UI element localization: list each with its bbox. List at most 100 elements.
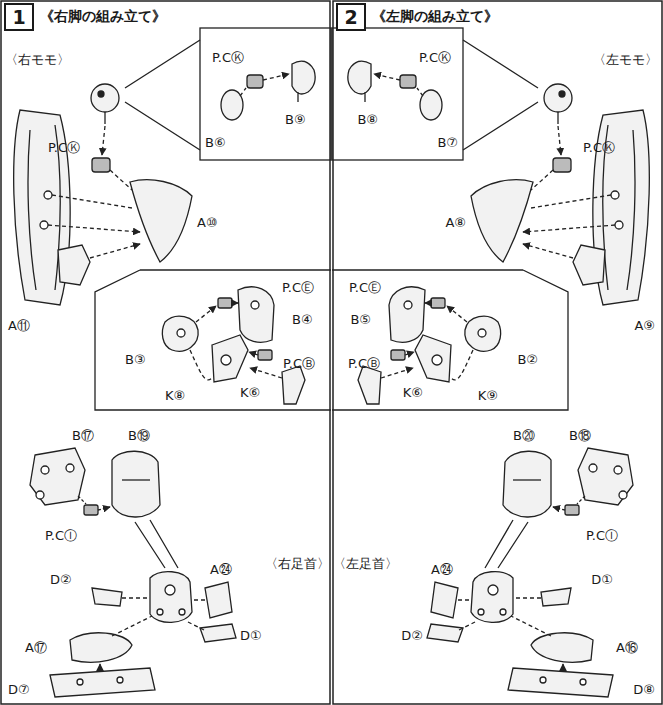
part-label: K⑥ [240,385,260,400]
part-outline [91,84,119,112]
section-label: 〈右モモ〉 [5,52,70,67]
part-outline [205,582,232,618]
part-outline [70,633,132,662]
step-number: 1 [4,3,34,31]
part-outline [125,40,200,150]
part-outline [117,677,123,683]
part-outline [157,609,163,615]
part-label: P.CⒷ [348,356,380,371]
part-outline [247,75,263,88]
part-outline [1,1,330,704]
part-outline [98,91,104,97]
part-outline [135,520,178,568]
part-outline [104,112,105,124]
part-label: B⑦ [437,135,458,150]
part-label: A㉔ [431,562,453,577]
section-label: 〈左モモ〉 [593,52,658,67]
part-outline [44,191,52,199]
part-label: K⑥ [403,385,423,400]
part-outline [58,245,90,285]
part-label: B⑳ [513,428,535,443]
step-title: 《左脚の組み立て》 [372,8,498,26]
part-outline [100,598,205,672]
step-title: 《右脚の組み立て》 [40,8,166,26]
part-outline [122,479,150,480]
part-label: B⑰ [72,428,94,443]
part-label: B⑲ [128,428,150,443]
part-label: K⑨ [478,388,498,403]
part-outline [190,350,212,380]
part-outline [221,355,231,365]
section-label: 〈右足首〉 [265,556,330,571]
part-outline [92,588,122,606]
part-label: D⑦ [8,682,30,697]
part-outline [218,298,232,308]
part-outline [333,1,662,704]
part-outline [130,180,192,262]
part-label: P.CⒺ [349,280,381,295]
part-outline [14,28,331,697]
part-outline [238,287,274,342]
part-outline [78,496,110,510]
part-label: D① [240,628,262,643]
part-label: P.CⓀ [419,50,451,65]
part-label: D② [50,572,72,587]
part-label: B⑥ [205,135,226,150]
part-outline [41,466,49,474]
part-label: B⑱ [569,428,591,443]
part-outline [84,505,98,515]
part-label: P.CⓀ [48,140,80,155]
step-heading: 1 《右脚の組み立て》 [4,3,166,31]
part-outline [40,221,48,229]
part-label: D⑧ [633,682,655,697]
part-outline [90,244,140,258]
part-outline [165,585,175,595]
part-outline [95,270,331,410]
part-outline [240,74,289,96]
part-label: B⑧ [357,112,378,127]
part-outline [48,170,140,232]
part-outline [140,269,331,270]
part-label: P.CⒺ [282,280,314,295]
part-outline [102,126,105,155]
part-outline [200,28,331,160]
part-outline [282,366,305,404]
part-label: P.CⓀ [583,140,615,155]
part-outline [196,306,216,322]
part-outline [30,448,85,505]
part-label: A⑨ [634,318,655,333]
part-label: P.CⒾ [45,528,77,543]
part-outline [250,368,282,378]
part-outline [249,352,258,355]
part-outline [179,609,185,615]
part-label: K⑧ [165,388,185,403]
part-label: D② [401,628,423,643]
section-label: 〈左足首〉 [333,556,398,571]
part-outline [77,679,83,685]
part-outline [258,350,272,360]
part-label: B④ [292,312,313,327]
mirrored-illustration [332,28,649,697]
part-label: A⑪ [8,318,30,333]
part-outline [50,668,155,697]
part-label: P.CⒷ [283,356,315,371]
part-label: P.CⓀ [212,50,244,65]
part-label: B② [517,352,538,367]
part-label: A⑯ [616,640,638,655]
part-outline [112,451,160,517]
part-label: P.CⒾ [586,528,618,543]
part-outline [162,316,198,351]
part-outline [177,329,185,337]
part-label: B③ [125,352,146,367]
part-label: A⑰ [25,640,47,655]
part-outline [232,302,238,303]
part-outline [150,572,192,623]
part-outline [66,464,74,472]
part-outline [36,491,44,499]
part-label: A⑩ [197,215,218,230]
part-outline [251,301,259,309]
part-label: D① [591,572,613,587]
step-heading: 2《左脚の組み立て》 [336,3,498,31]
